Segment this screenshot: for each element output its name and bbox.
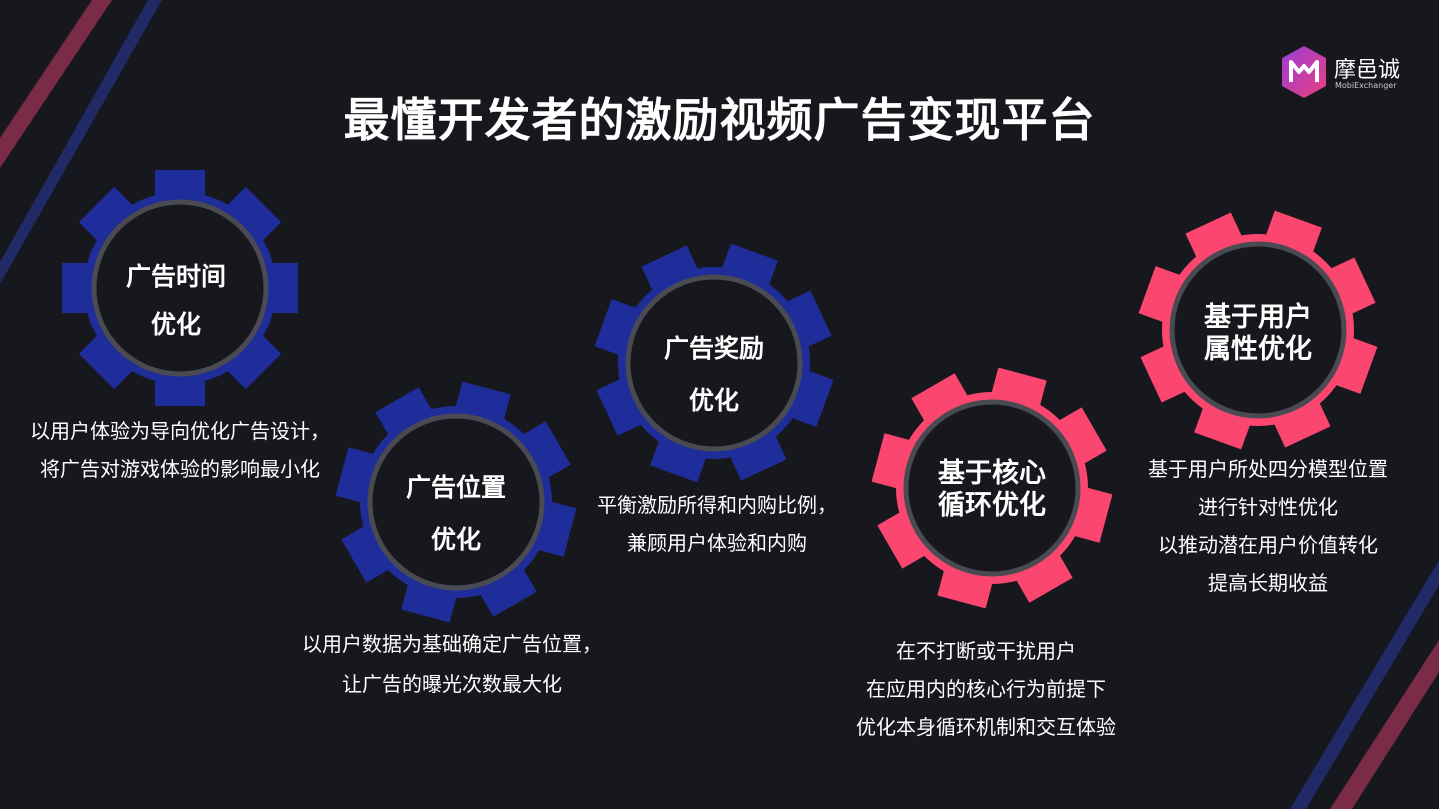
gear-title-line: 优化 (688, 386, 739, 415)
gear-tooth (516, 421, 571, 482)
description-line: 以用户数据为基础确定广告位置， (302, 632, 602, 656)
gear-ad-reward (594, 243, 834, 483)
gear-tooth (596, 375, 649, 436)
gear-title-line: 广告位置 (405, 473, 506, 502)
description-line: 在应用内的核心行为前提下 (866, 677, 1106, 701)
description-line: 平衡激励所得和内购比例， (597, 493, 837, 517)
gear-label-ad-position: 广告位置 优化 (366, 462, 546, 566)
gear-label-user-attribute: 基于用户 属性优化 (1168, 302, 1348, 366)
description-ad-reward: 平衡激励所得和内购比例， 兼顾用户体验和内购 (562, 486, 872, 562)
gear-title-line: 基于用户 (1204, 302, 1312, 333)
gear-title-line: 优化 (150, 310, 201, 339)
brand-logo: 摩邑诚 MobiExchanger (1280, 44, 1410, 100)
description-line: 兼顾用户体验和内购 (627, 531, 807, 555)
gear-title-line: 循环优化 (938, 490, 1046, 521)
gear-ad-position (336, 382, 576, 622)
gear-tooth (877, 508, 932, 569)
gear-center (1169, 241, 1347, 419)
brand-subtitle: MobiExchanger (1335, 81, 1397, 90)
gear-tooth (1270, 395, 1331, 448)
gear-tooth (1012, 548, 1073, 603)
gear-title-line: 广告奖励 (663, 334, 764, 363)
gear-tooth (1323, 257, 1376, 318)
gear-center (903, 399, 1081, 577)
stripe-bottom-right-blue (1290, 560, 1439, 809)
description-line: 将广告对游戏体验的影响最小化 (40, 457, 320, 481)
description-line: 以推动潜在用户价值转化 (1158, 533, 1378, 557)
description-line: 进行针对性优化 (1198, 495, 1338, 519)
gear-title-line: 属性优化 (1204, 334, 1312, 365)
gear-tooth (221, 186, 282, 247)
description-line: 以用户体验为导向优化广告设计， (30, 419, 330, 443)
gear-tooth (1185, 212, 1246, 265)
gear-tooth (779, 290, 832, 351)
description-core-loop: 在不打断或干扰用户 在应用内的核心行为前提下 优化本身循环机制和交互体验 (836, 632, 1136, 746)
gear-tooth (375, 387, 436, 442)
stripe-top-left-red (0, 0, 112, 168)
gear-core-loop (872, 368, 1112, 608)
stripe-bottom-right-red (1330, 640, 1439, 809)
brand-name: 摩邑诚 (1334, 58, 1401, 83)
gear-tooth (1140, 342, 1193, 403)
description-line: 基于用户所处四分模型位置 (1148, 457, 1388, 481)
gear-tooth (476, 562, 537, 617)
page-title: 最懂开发者的激励视频广告变现平台 (343, 93, 1096, 147)
description-line: 在不打断或干扰用户 (896, 639, 1076, 663)
gear-label-ad-reward: 广告奖励 优化 (624, 323, 804, 427)
gear-tooth (78, 329, 139, 390)
gear-tooth (911, 373, 972, 428)
description-ad-time: 以用户体验为导向优化广告设计， 将广告对游戏体验的影响最小化 (20, 412, 340, 488)
gear-tooth (221, 329, 282, 390)
gear-center (367, 413, 545, 591)
gear-label-core-loop: 基于核心 循环优化 (902, 458, 1082, 522)
description-ad-position: 以用户数据为基础确定广告位置， 让广告的曝光次数最大化 (292, 624, 612, 704)
gear-title-line: 基于核心 (938, 458, 1046, 489)
gear-tooth (1052, 407, 1107, 468)
gear-tooth (78, 186, 139, 247)
gear-tooth (726, 428, 787, 481)
gear-ad-time (62, 170, 298, 406)
description-line: 让广告的曝光次数最大化 (342, 672, 562, 696)
description-user-attribute: 基于用户所处四分模型位置 进行针对性优化 以推动潜在用户价值转化 提高长期收益 (1128, 450, 1408, 602)
gear-center (91, 199, 269, 377)
brand-logo-icon (1282, 46, 1326, 98)
gear-tooth (641, 245, 702, 298)
gear-title-line: 广告时间 (125, 262, 226, 291)
gear-title-line: 优化 (430, 525, 481, 554)
gear-center (625, 274, 803, 452)
description-line: 提高长期收益 (1208, 571, 1328, 595)
stripe-top-left-blue (0, 0, 162, 284)
gear-label-ad-time: 广告时间 优化 (86, 253, 266, 349)
gear-tooth (341, 522, 396, 583)
gear-user-attribute (1138, 210, 1378, 450)
description-line: 优化本身循环机制和交互体验 (856, 715, 1116, 739)
